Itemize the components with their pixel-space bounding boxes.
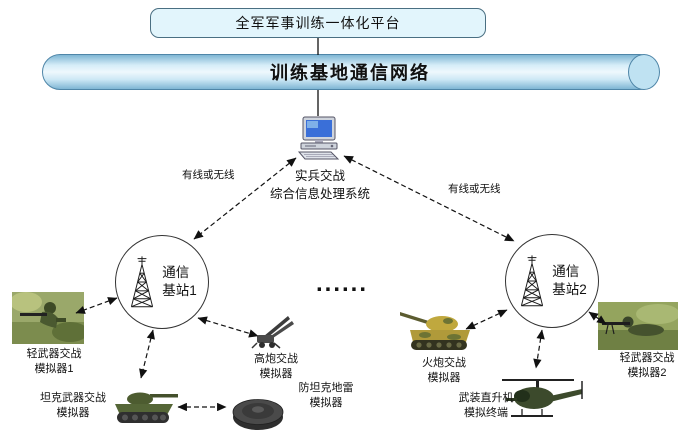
backbone-node: 训练基地通信网络 bbox=[42, 54, 660, 90]
link-label-right: 有线或无线 bbox=[448, 183, 501, 195]
platform-node: 全军军事训练一体化平台 bbox=[150, 8, 486, 38]
backbone-label: 训练基地通信网络 bbox=[270, 63, 430, 83]
station-2-node: 通信 基站2 bbox=[505, 234, 599, 328]
more-stations-ellipsis: ...... bbox=[316, 270, 369, 297]
device-helicopter-label: 武装直升机 模拟终端 bbox=[458, 392, 514, 419]
device-artillery bbox=[398, 306, 478, 354]
tank-photo bbox=[115, 392, 178, 423]
computer-icon bbox=[297, 116, 340, 160]
link-label-left: 有线或无线 bbox=[182, 169, 235, 181]
platform-label: 全军军事训练一体化平台 bbox=[235, 15, 401, 31]
device-mine-label: 防坦克地雷 模拟器 bbox=[298, 382, 354, 409]
artillery-photo bbox=[400, 312, 470, 350]
processor-node bbox=[296, 116, 342, 160]
soldier-photo bbox=[598, 302, 678, 350]
device-tank-label: 坦克武器交战 模拟器 bbox=[40, 392, 106, 419]
device-helicopter bbox=[498, 370, 586, 430]
device-artillery-label: 火炮交战 模拟器 bbox=[422, 357, 466, 384]
device-aa-gun-label: 高炮交战 模拟器 bbox=[254, 353, 298, 380]
edge-station1-tank bbox=[139, 329, 155, 379]
device-light-weapon-2-label: 轻武器交战 模拟器2 bbox=[619, 352, 675, 379]
antenna-tower-icon bbox=[521, 255, 544, 307]
cylinder-shape bbox=[42, 54, 658, 90]
device-mine bbox=[230, 390, 286, 434]
soldier-photo bbox=[12, 292, 84, 344]
station-1-node: 通信 基站1 bbox=[115, 235, 209, 329]
device-aa-gun bbox=[244, 314, 296, 350]
aa-gun-photo bbox=[251, 316, 294, 349]
station-1-label: 通信 基站1 bbox=[162, 265, 197, 298]
device-light-weapon-2 bbox=[598, 302, 678, 350]
edge-station2-helicopter bbox=[533, 329, 545, 369]
device-tank bbox=[110, 382, 180, 428]
mine-photo bbox=[232, 399, 284, 430]
device-light-weapon-1-label: 轻武器交战 模拟器1 bbox=[26, 348, 82, 375]
station-2-label: 通信 基站2 bbox=[552, 264, 587, 297]
cylinder-end-cap bbox=[628, 54, 660, 90]
processor-label: 实兵交战 综合信息处理系统 bbox=[269, 169, 370, 201]
device-light-weapon-1 bbox=[12, 292, 84, 344]
helicopter-photo bbox=[502, 379, 583, 417]
antenna-tower-icon bbox=[131, 256, 154, 308]
